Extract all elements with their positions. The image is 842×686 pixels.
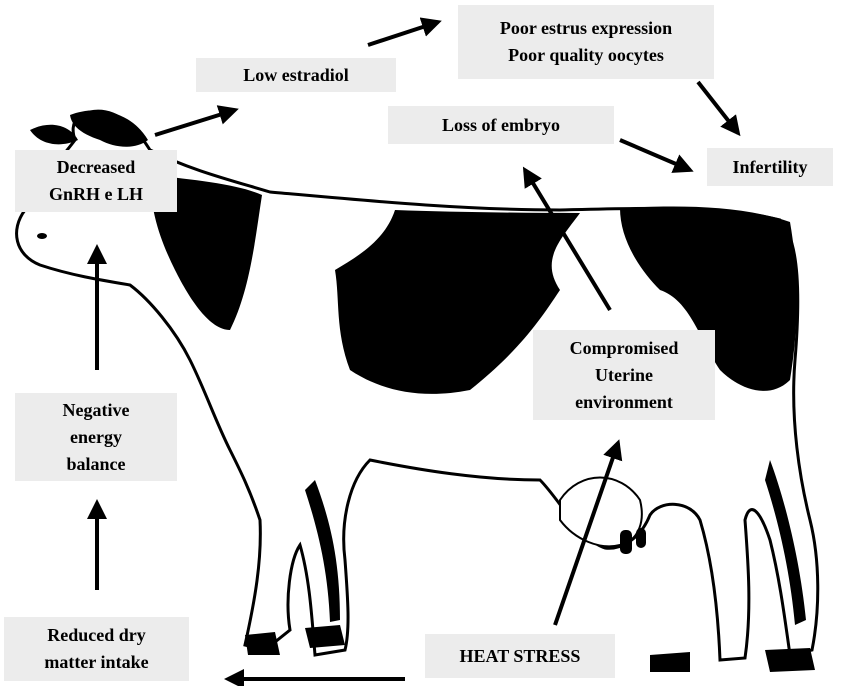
arrow-estrus-to-infertility (698, 82, 738, 133)
arrow-estradiol-to-estrus (368, 22, 438, 45)
cow-hoof-4 (765, 648, 815, 672)
label-negative-energy: Negative energy balance (15, 393, 177, 481)
label-reduced-intake: Reduced dry matter intake (4, 617, 189, 681)
label-low-estradiol: Low estradiol (196, 58, 396, 92)
label-heat-stress: HEAT STRESS (425, 634, 615, 678)
cow-teat-2 (636, 528, 646, 548)
label-poor-estrus: Poor estrus expression Poor quality oocy… (458, 5, 714, 79)
label-compromised-uterine: Compromised Uterine environment (533, 330, 715, 420)
cow-hoof-3 (650, 652, 690, 672)
cow-hoof-1 (245, 632, 280, 655)
label-decreased-gnrh: Decreased GnRH e LH (15, 150, 177, 212)
arrow-embryo-to-infertility (620, 140, 690, 170)
label-loss-of-embryo: Loss of embryo (388, 106, 614, 144)
cow-ear (30, 125, 78, 145)
cow-teat-1 (620, 530, 632, 554)
arrow-gnrh-to-estradiol (155, 110, 235, 135)
label-infertility: Infertility (707, 148, 833, 186)
cow-eye (37, 233, 47, 239)
cow-hoof-2 (305, 625, 345, 648)
